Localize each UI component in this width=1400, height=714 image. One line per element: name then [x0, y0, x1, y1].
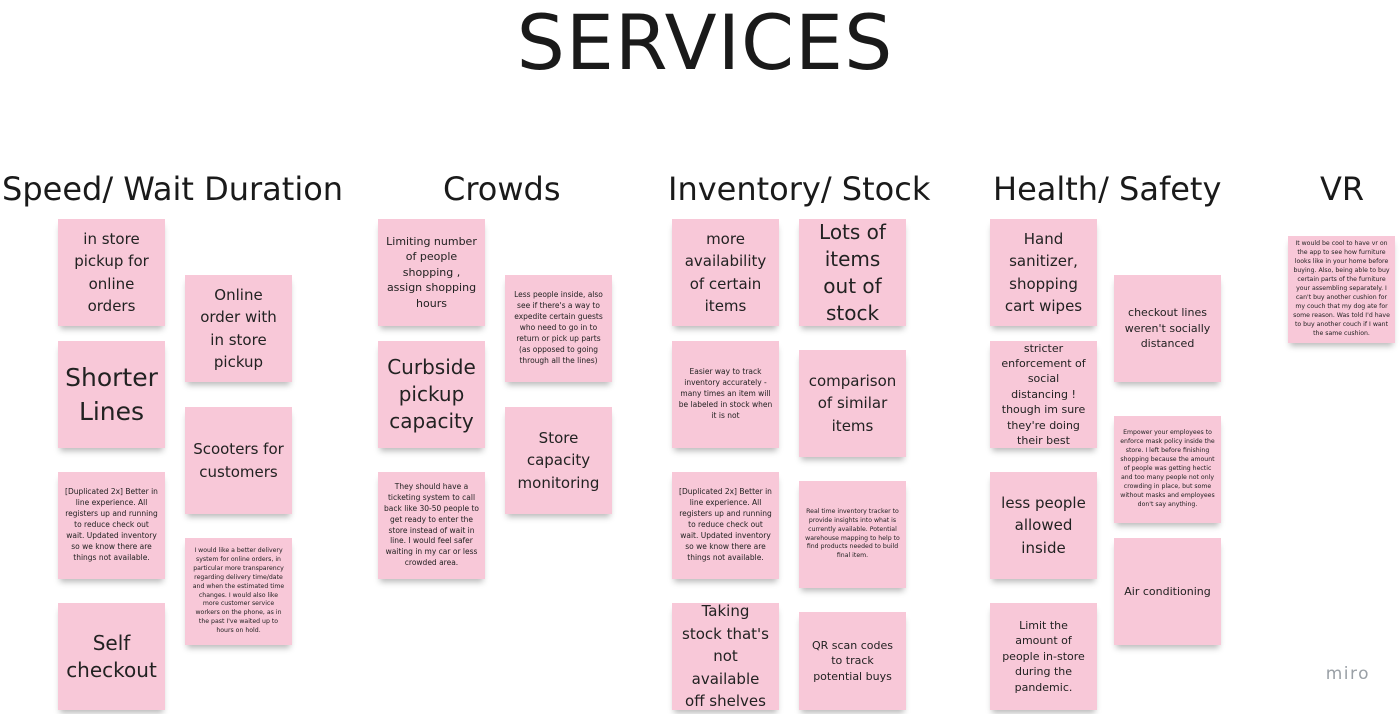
column-heading-speed-wait-duration: Speed/ Wait Duration — [2, 170, 344, 208]
sticky-note-text: stricter enforcement of social distancin… — [1001, 341, 1086, 447]
sticky-note[interactable]: Scooters for customers — [185, 407, 292, 514]
sticky-note[interactable]: Less people inside, also see if there's … — [505, 275, 612, 382]
sticky-note[interactable]: stricter enforcement of social distancin… — [990, 341, 1097, 448]
sticky-note[interactable]: in store pickup for online orders — [58, 219, 165, 326]
sticky-note[interactable]: Limiting number of people shopping , ass… — [378, 219, 485, 326]
column-heading-inventory-stock: Inventory/ Stock — [668, 170, 931, 208]
sticky-note[interactable]: Curbside pickup capacity — [378, 341, 485, 448]
column-heading-health-safety: Health/ Safety — [993, 170, 1222, 208]
sticky-note-text: Easier way to track inventory accurately… — [678, 367, 773, 420]
sticky-note-text: Scooters for customers — [193, 440, 284, 481]
sticky-note-text: Shorter Lines — [65, 362, 158, 426]
sticky-note-text: checkout lines weren't socially distance… — [1124, 306, 1211, 351]
sticky-note-text: [Duplicated 2x] Better in line experienc… — [679, 487, 772, 562]
sticky-note-text: Hand sanitizer, shopping cart wipes — [1004, 229, 1083, 316]
sticky-note-text: more availability of certain items — [684, 229, 767, 316]
sticky-note[interactable]: Store capacity monitoring — [505, 407, 612, 514]
sticky-note-text: QR scan codes to track potential buys — [811, 638, 894, 683]
column-heading-vr: VR — [1320, 170, 1365, 208]
sticky-note-text: Less people inside, also see if there's … — [514, 290, 603, 365]
sticky-note-text: Online order with in store pickup — [200, 285, 277, 372]
sticky-note[interactable]: Online order with in store pickup — [185, 275, 292, 382]
sticky-note[interactable]: Limit the amount of people in-store duri… — [990, 603, 1097, 710]
sticky-note[interactable]: Self checkout — [58, 603, 165, 710]
board-title: SERVICES — [516, 0, 894, 87]
sticky-note[interactable]: Hand sanitizer, shopping cart wipes — [990, 219, 1097, 326]
sticky-note-text: in store pickup for online orders — [74, 229, 149, 316]
sticky-note[interactable]: Shorter Lines — [58, 341, 165, 448]
sticky-note-text: Curbside pickup capacity — [387, 355, 476, 433]
sticky-note-text: They should have a ticketing system to c… — [384, 482, 479, 568]
sticky-note[interactable]: less people allowed inside — [990, 472, 1097, 579]
sticky-note-text: Store capacity monitoring — [517, 428, 600, 492]
sticky-note-text: less people allowed inside — [1001, 493, 1086, 557]
sticky-note[interactable]: Easier way to track inventory accurately… — [672, 341, 779, 448]
sticky-note[interactable]: [Duplicated 2x] Better in line experienc… — [672, 472, 779, 579]
column-heading-crowds: Crowds — [443, 170, 561, 208]
sticky-note-text: Empower your employees to enforce mask p… — [1120, 429, 1215, 508]
sticky-note[interactable]: QR scan codes to track potential buys — [799, 612, 906, 710]
sticky-note[interactable]: comparison of similar items — [799, 350, 906, 457]
miro-watermark: miro — [1325, 664, 1370, 684]
sticky-note-text: [Duplicated 2x] Better in line experienc… — [65, 487, 158, 562]
sticky-note-text: Limiting number of people shopping , ass… — [386, 235, 477, 310]
sticky-note[interactable]: checkout lines weren't socially distance… — [1114, 275, 1221, 382]
sticky-note[interactable]: Taking stock that's not available off sh… — [672, 603, 779, 710]
sticky-note[interactable]: I would like a better delivery system fo… — [185, 538, 292, 645]
sticky-note-text: Real time inventory tracker to provide i… — [805, 507, 900, 560]
sticky-note[interactable]: Air conditioning — [1114, 538, 1221, 645]
sticky-note[interactable]: Empower your employees to enforce mask p… — [1114, 416, 1221, 523]
sticky-note-text: It would be cool to have vr on the app t… — [1293, 240, 1390, 337]
sticky-note[interactable]: more availability of certain items — [672, 219, 779, 326]
sticky-note-text: Air conditioning — [1124, 584, 1211, 598]
sticky-note[interactable]: Lots of items out of stock — [799, 219, 906, 326]
sticky-note[interactable]: It would be cool to have vr on the app t… — [1288, 236, 1395, 343]
sticky-note-text: I would like a better delivery system fo… — [192, 546, 285, 635]
sticky-note-text: Lots of items out of stock — [819, 219, 886, 325]
sticky-note[interactable]: They should have a ticketing system to c… — [378, 472, 485, 579]
sticky-note[interactable]: [Duplicated 2x] Better in line experienc… — [58, 472, 165, 579]
sticky-note-text: Taking stock that's not available off sh… — [682, 603, 769, 710]
sticky-note-text: Self checkout — [66, 630, 157, 682]
sticky-note-text: Limit the amount of people in-store duri… — [1002, 619, 1085, 694]
sticky-note-text: comparison of similar items — [808, 371, 897, 435]
sticky-note[interactable]: Real time inventory tracker to provide i… — [799, 481, 906, 588]
